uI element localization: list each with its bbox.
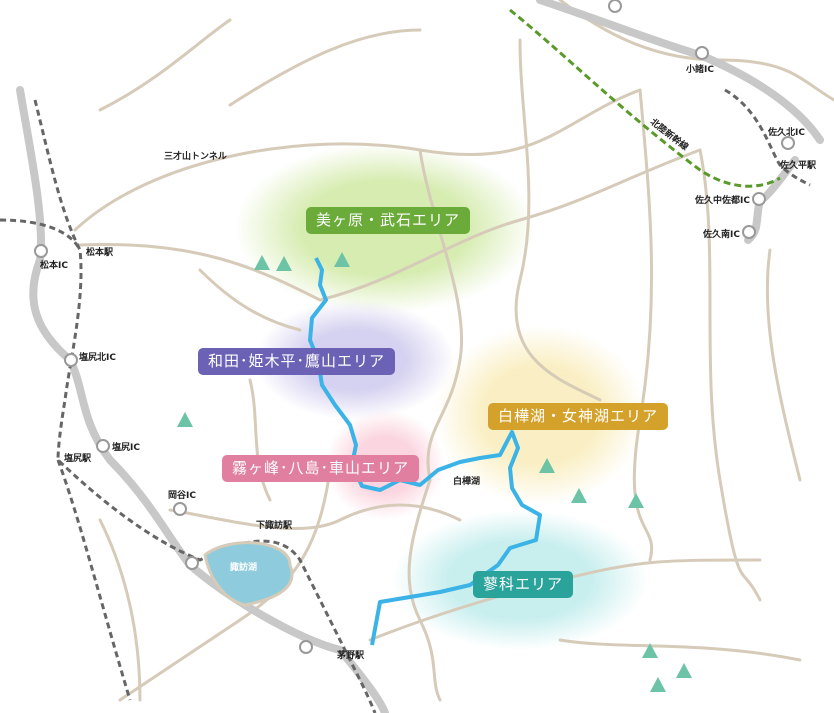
ic-marker [64,353,78,367]
place-shiojiri-ic: 塩尻IC [112,443,140,453]
mountain-icon [571,488,587,503]
place-matsumoto-sta: 松本駅 [86,248,114,258]
place-komoro-ic: 小諸IC [686,65,714,75]
ic-marker [96,439,110,453]
shinkansen-line [509,8,781,188]
place-saku-kita-ic: 佐久北IC [768,128,805,138]
place-saku-minami-ic: 佐久南IC [703,230,740,240]
ic-marker [173,502,187,516]
ic-marker [34,244,48,258]
place-shirakabako: 白樺湖 [453,477,481,487]
mountain-icon [276,256,292,271]
ic-marker [742,225,756,239]
mountain-icon [254,255,270,270]
area-label-shirakabako[interactable]: 白樺湖・女神湖エリア [488,403,669,430]
ic-marker [608,0,622,13]
place-shiojiri-kita-ic: 塩尻北IC [79,353,116,363]
mountain-icon [334,252,350,267]
area-label-kirigamine[interactable]: 霧ヶ峰･八島･車山エリア [222,455,420,482]
place-suwako: 諏訪湖 [230,563,258,573]
ic-marker [781,136,795,150]
place-sakudaira-sta: 佐久平駅 [780,161,817,171]
railways [0,88,811,713]
route-line [308,257,542,646]
area-label-wada[interactable]: 和田･姫木平･鷹山エリア [198,348,396,375]
suwa-lake [203,541,294,607]
ic-marker [185,556,199,570]
ic-marker [299,640,313,654]
place-matsumoto-ic: 松本IC [40,261,68,271]
place-sansaiyama-tunnel: 三才山トンネル [164,152,227,162]
mountain-icon [539,458,555,473]
mountain-icon [628,493,644,508]
ic-marker [752,192,766,206]
place-shiojiri-sta: 塩尻駅 [64,454,92,464]
mountain-icon [676,663,692,678]
mountain-icon [650,677,666,692]
place-chino-sta: 茅野駅 [337,651,365,661]
place-saku-chusa-ic: 佐久中佐都IC [695,196,750,206]
mountain-icon [177,412,193,427]
ic-markers [34,0,795,654]
place-shimosuwa-sta: 下諏訪駅 [256,521,293,531]
ic-marker [695,46,709,60]
mountain-icons [177,252,692,692]
place-okaya-ic: 岡谷IC [168,491,196,501]
area-label-utsukushigahara[interactable]: 美ヶ原・武石エリア [306,207,471,234]
mountain-icon [642,643,658,658]
area-label-tateshina[interactable]: 蓼科エリア [473,571,574,598]
